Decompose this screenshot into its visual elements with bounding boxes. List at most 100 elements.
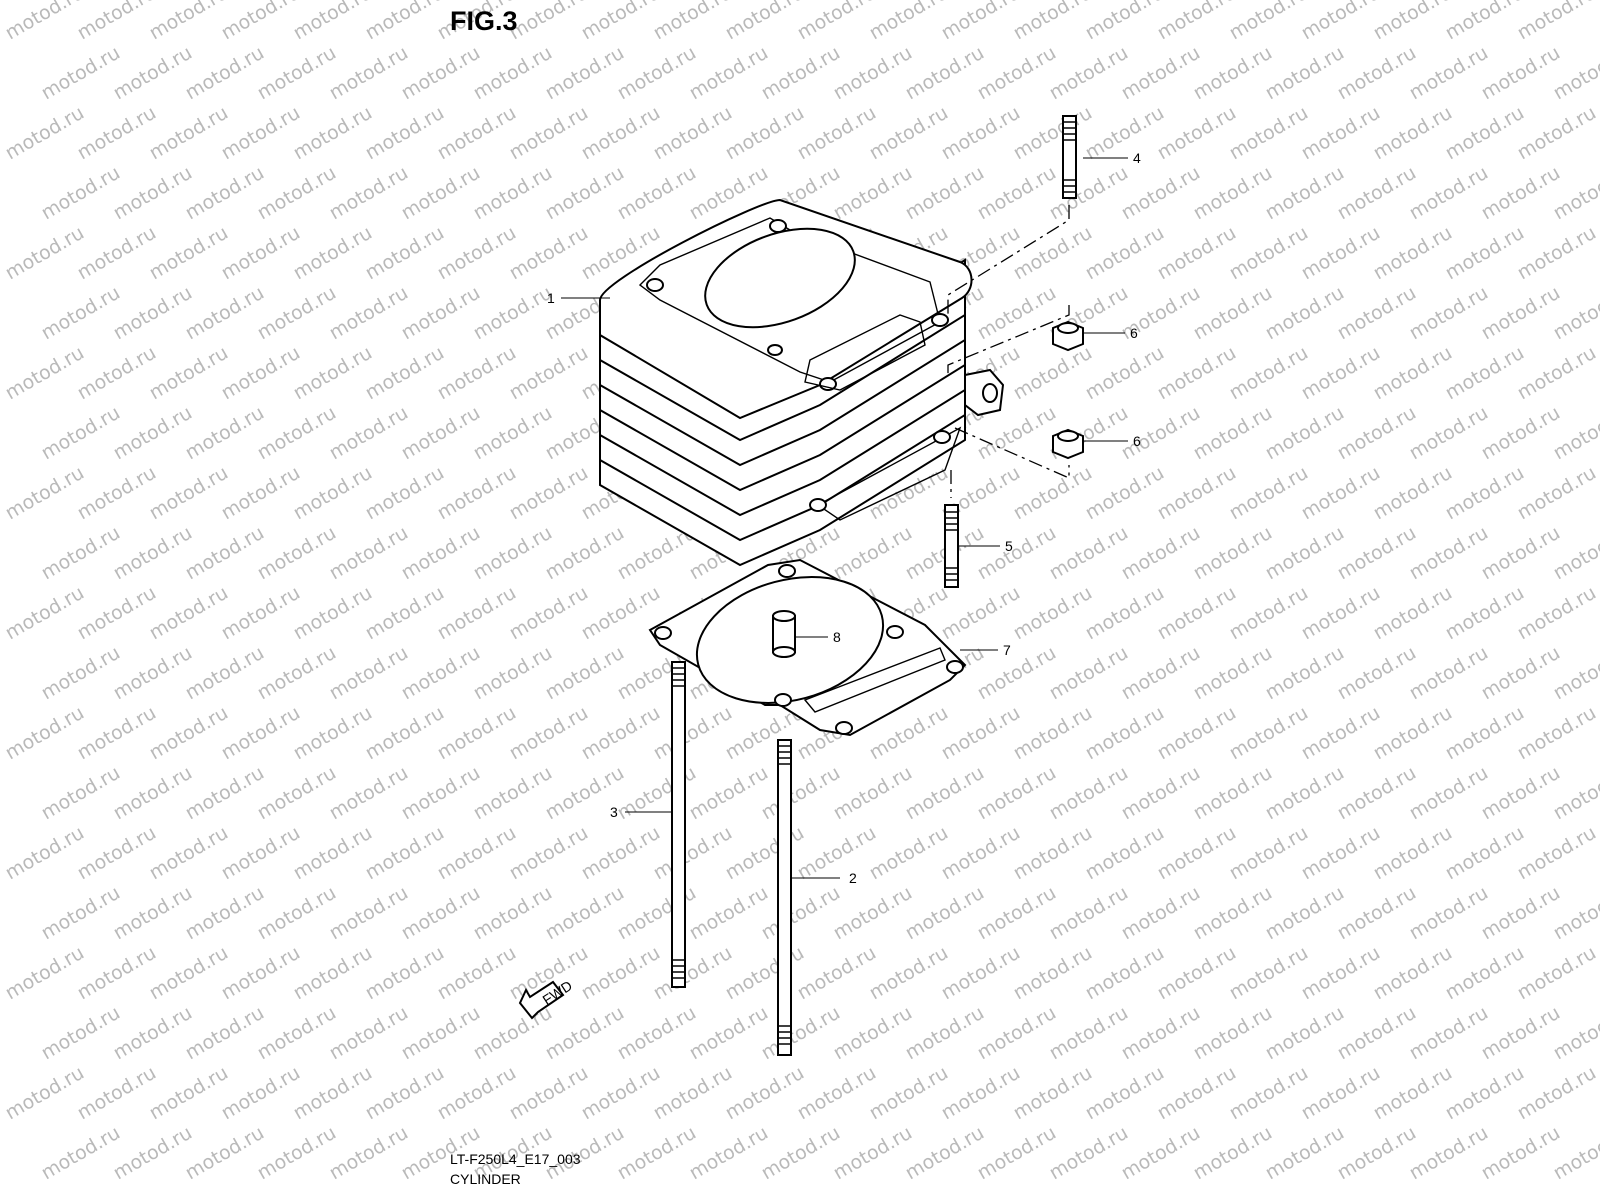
watermark-text: motod.ru — [1334, 882, 1420, 945]
watermark-text: motod.ru — [2, 0, 88, 44]
watermark-text: motod.ru — [1334, 1002, 1420, 1065]
watermark-text: motod.ru — [1514, 1062, 1600, 1125]
watermark-text: motod.ru — [146, 1062, 232, 1125]
watermark-text: motod.ru — [398, 282, 484, 345]
watermark-text: motod.ru — [1370, 1062, 1456, 1125]
assembly-lines — [947, 205, 1070, 498]
watermark-text: motod.ru — [1298, 582, 1384, 645]
dowel-pin — [772, 610, 796, 658]
watermark-text: motod.ru — [38, 1122, 124, 1185]
watermark-text: motod.ru — [146, 222, 232, 285]
watermark-text: motod.ru — [758, 1122, 844, 1185]
watermark-text: motod.ru — [362, 462, 448, 525]
watermark-text: motod.ru — [542, 1002, 628, 1065]
watermark-text: motod.ru — [326, 282, 412, 345]
watermark-text: motod.ru — [290, 582, 376, 645]
watermark-text: motod.ru — [1190, 402, 1276, 465]
watermark-text: motod.ru — [290, 0, 376, 44]
watermark-text: motod.ru — [686, 1002, 772, 1065]
watermark-text: motod.ru — [362, 0, 448, 44]
watermark-text: motod.ru — [398, 522, 484, 585]
watermark-text: motod.ru — [1010, 102, 1096, 165]
watermark-text: motod.ru — [1154, 222, 1240, 285]
watermark-text: motod.ru — [974, 882, 1060, 945]
watermark-text: motod.ru — [2, 462, 88, 525]
watermark-text: motod.ru — [38, 162, 124, 225]
watermark-text: motod.ru — [74, 582, 160, 645]
watermark-text: motod.ru — [1514, 102, 1600, 165]
watermark-text: motod.ru — [1226, 102, 1312, 165]
watermark-text: motod.ru — [1442, 1062, 1528, 1125]
watermark-text: motod.ru — [1406, 162, 1492, 225]
watermark-text: motod.ru — [398, 882, 484, 945]
watermark-text: motod.ru — [362, 1062, 448, 1125]
watermark-text: motod.ru — [1154, 822, 1240, 885]
watermark-text: motod.ru — [974, 642, 1060, 705]
watermark-text: motod.ru — [1298, 822, 1384, 885]
watermark-text: motod.ru — [218, 1062, 304, 1125]
watermark-text: motod.ru — [1442, 582, 1528, 645]
watermark-text: motod.ru — [1478, 642, 1564, 705]
watermark-text: motod.ru — [146, 342, 232, 405]
watermark-text: motod.ru — [1334, 42, 1420, 105]
watermark-text: motod.ru — [38, 402, 124, 465]
watermark-text: motod.ru — [686, 42, 772, 105]
watermark-text: motod.ru — [218, 702, 304, 765]
watermark-text: motod.ru — [1190, 1002, 1276, 1065]
watermark-text: motod.ru — [74, 342, 160, 405]
watermark-text: motod.ru — [614, 1002, 700, 1065]
watermark-text: motod.ru — [578, 102, 664, 165]
watermark-text: motod.ru — [650, 0, 736, 44]
watermark-text: motod.ru — [1046, 162, 1132, 225]
watermark-text: motod.ru — [218, 102, 304, 165]
watermark-text: motod.ru — [362, 942, 448, 1005]
watermark-text: motod.ru — [506, 222, 592, 285]
watermark-text: motod.ru — [110, 42, 196, 105]
long-stud-right — [777, 739, 792, 1056]
watermark-text: motod.ru — [470, 282, 556, 345]
watermark-text: motod.ru — [938, 942, 1024, 1005]
watermark-text: motod.ru — [182, 1122, 268, 1185]
callout-7: 7 — [1003, 642, 1011, 658]
watermark-text: motod.ru — [2, 822, 88, 885]
watermark-text: motod.ru — [1226, 702, 1312, 765]
watermark-text: motod.ru — [434, 342, 520, 405]
watermark-text: motod.ru — [1298, 942, 1384, 1005]
watermark-text: motod.ru — [1478, 402, 1564, 465]
watermark-text: motod.ru — [578, 582, 664, 645]
watermark-text: motod.ru — [1298, 342, 1384, 405]
watermark-text: motod.ru — [1154, 702, 1240, 765]
watermark-text: motod.ru — [1406, 42, 1492, 105]
watermark-text: motod.ru — [1298, 222, 1384, 285]
stud-short — [944, 504, 959, 588]
watermark-text: motod.ru — [650, 102, 736, 165]
watermark-text: motod.ru — [290, 102, 376, 165]
watermark-text: motod.ru — [218, 582, 304, 645]
watermark-text: motod.ru — [362, 342, 448, 405]
watermark-text: motod.ru — [1118, 1002, 1204, 1065]
watermark-text: motod.ru — [470, 42, 556, 105]
watermark-text: motod.ru — [1082, 942, 1168, 1005]
watermark-text: motod.ru — [1118, 42, 1204, 105]
watermark-text: motod.ru — [1190, 642, 1276, 705]
watermark-text: motod.ru — [182, 642, 268, 705]
watermark-text: motod.ru — [290, 702, 376, 765]
watermark-text: motod.ru — [1478, 42, 1564, 105]
watermark-text: motod.ru — [2, 222, 88, 285]
watermark-text: motod.ru — [1190, 762, 1276, 825]
watermark-text: motod.ru — [794, 942, 880, 1005]
watermark-text: motod.ru — [1118, 162, 1204, 225]
watermark-text: motod.ru — [578, 702, 664, 765]
watermark-text: motod.ru — [1514, 462, 1600, 525]
watermark-text: motod.ru — [1478, 162, 1564, 225]
watermark-text: motod.ru — [1010, 822, 1096, 885]
watermark-text: motod.ru — [542, 42, 628, 105]
watermark-text: motod.ru — [938, 822, 1024, 885]
watermark-text: motod.ru — [1154, 0, 1240, 44]
watermark-text: motod.ru — [1046, 42, 1132, 105]
watermark-text: motod.ru — [1514, 702, 1600, 765]
watermark-text: motod.ru — [146, 822, 232, 885]
watermark-text: motod.ru — [902, 1122, 988, 1185]
watermark-text: motod.ru — [1046, 762, 1132, 825]
